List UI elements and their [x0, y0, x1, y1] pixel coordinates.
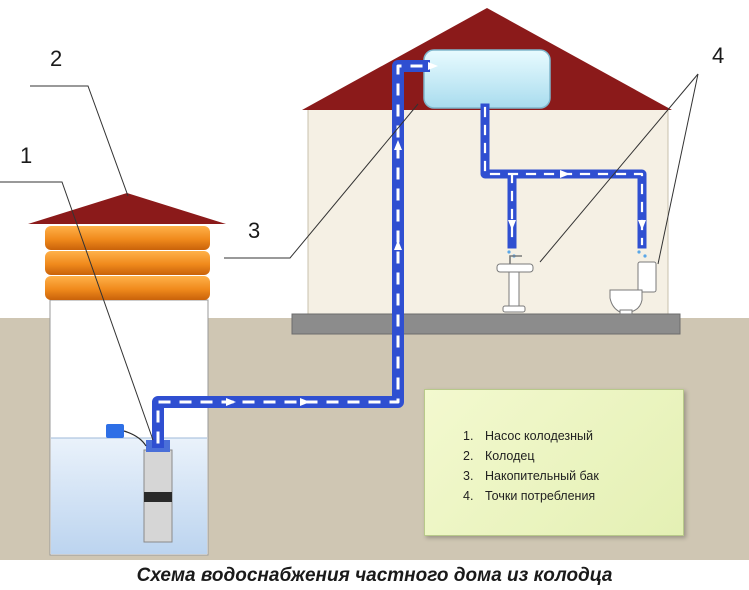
callout-1: 1	[20, 143, 32, 168]
leader-line-4a	[539, 73, 699, 263]
sink-icon	[496, 255, 534, 313]
legend-item-number: 2.	[463, 449, 474, 463]
legend-item-text: Точки потребления	[485, 489, 596, 503]
arrow-icon	[394, 140, 402, 150]
leader-line-2	[30, 85, 129, 197]
leader-line-4b	[657, 73, 699, 265]
supply-pipe-flow	[156, 64, 426, 444]
arrow-icon	[300, 398, 310, 406]
legend-item-number: 4.	[463, 489, 474, 503]
arrow-icon	[226, 398, 236, 406]
arrow-icon	[560, 170, 570, 178]
well-roof	[28, 193, 226, 224]
toilet-icon	[609, 261, 657, 315]
well-log	[45, 276, 210, 300]
legend-item-text: Колодец	[485, 449, 535, 463]
callout-4: 4	[712, 43, 724, 68]
legend-item: 4. Точки потребления	[463, 486, 683, 506]
drop-icon	[637, 250, 641, 254]
leader-line-1	[0, 181, 154, 441]
drop-icon	[507, 250, 511, 254]
well-log	[45, 226, 210, 250]
callout-3: 3	[248, 218, 260, 243]
arrow-icon	[508, 220, 516, 230]
legend-item: 3. Накопительный бак	[463, 466, 683, 486]
arrow-icon	[428, 62, 438, 70]
legend-item: 2. Колодец	[463, 446, 683, 466]
legend-list: 1. Насос колодезный 2. Колодец 3. Накопител…	[425, 390, 683, 506]
well	[28, 193, 226, 556]
well-water	[51, 438, 207, 554]
legend-item-text: Насос колодезный	[485, 429, 594, 443]
flow-arrows	[226, 62, 646, 406]
legend-item-number: 1.	[463, 429, 474, 443]
legend-panel: 1. Насос колодезный 2. Колодец 3. Накопител…	[424, 389, 684, 536]
drop-icon	[643, 254, 647, 258]
diagram-caption: Схема водоснабжения частного дома из кол…	[136, 565, 613, 586]
arrow-icon	[394, 240, 402, 250]
pump-band	[144, 492, 172, 502]
control-box	[106, 424, 124, 438]
leader-line-3	[224, 103, 419, 259]
caption-band	[0, 560, 749, 590]
leader-lines	[0, 73, 699, 441]
callout-2: 2	[50, 46, 62, 71]
storage-tank	[423, 49, 551, 109]
legend-item-number: 3.	[463, 469, 474, 483]
well-log	[45, 251, 210, 275]
control-cable	[123, 430, 147, 447]
arrow-icon	[638, 220, 646, 230]
legend-item-text: Накопительный бак	[485, 469, 599, 483]
foundation	[291, 313, 681, 335]
legend-item: 1. Насос колодезный	[463, 426, 683, 446]
